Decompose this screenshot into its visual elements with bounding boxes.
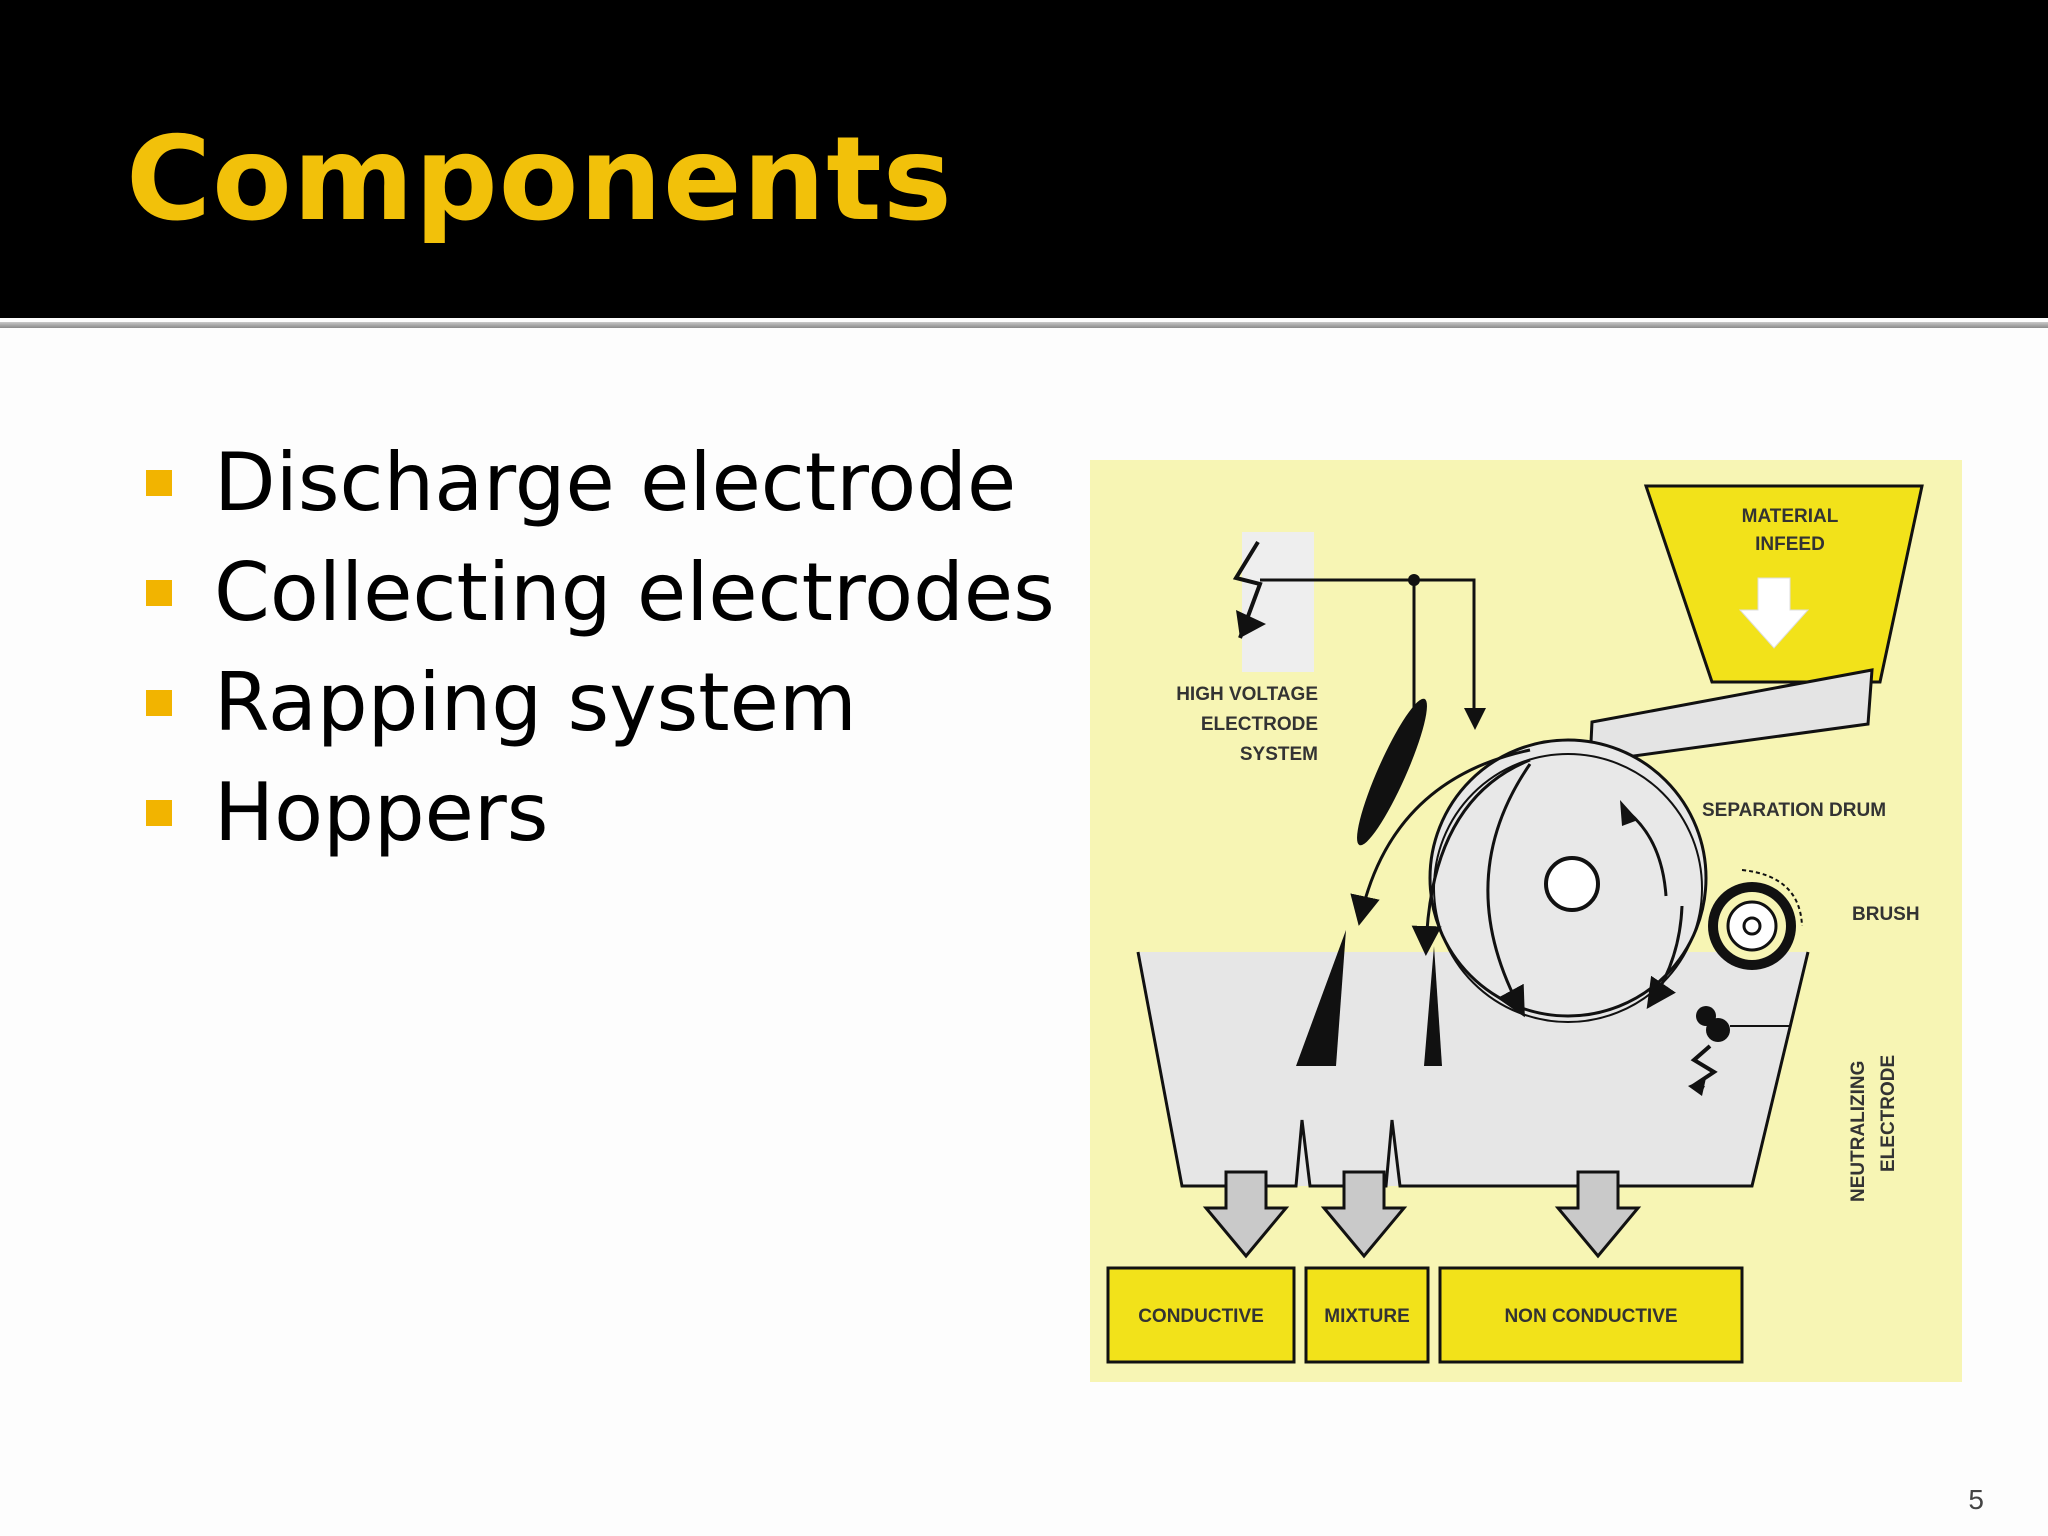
high-voltage-label-line3: SYSTEM: [1240, 744, 1318, 765]
bullet-square-icon: [146, 470, 172, 496]
particle-trajectories: [1350, 748, 1684, 1018]
page-number: 5: [1968, 1484, 1984, 1515]
mixture-arrow-icon: [1320, 1170, 1408, 1259]
diagram-svg: MATERIAL INFEED HIGH VOLTAGE ELECTRODE S…: [1090, 460, 1962, 1382]
bullet-square-icon: [146, 800, 172, 826]
bullet-square-icon: [146, 690, 172, 716]
splitter-blade-2: [1424, 946, 1442, 1066]
conductive-arrow-icon: [1202, 1170, 1290, 1259]
splitter-blade-1: [1296, 930, 1346, 1066]
output-boxes: CONDUCTIVE MIXTURE NON CONDUCTIVE: [1106, 1266, 1744, 1364]
title-divider: [0, 322, 2048, 328]
high-voltage-label-line2: ELECTRODE: [1201, 714, 1318, 735]
slide-title: Components: [126, 112, 953, 247]
bullet-text: Hoppers: [214, 766, 549, 859]
material-infeed-label-line2: INFEED: [1755, 534, 1825, 555]
title-bar: [0, 0, 2048, 318]
discharge-electrode: [1357, 698, 1427, 846]
high-voltage-electrode-system: HIGH VOLTAGE ELECTRODE SYSTEM: [1176, 532, 1486, 846]
non-conductive-box: [1438, 1266, 1744, 1364]
electrostatic-separator-diagram: MATERIAL INFEED HIGH VOLTAGE ELECTRODE S…: [1090, 460, 1962, 1382]
neutralizing-label-line1: NEUTRALIZING: [1848, 1061, 1869, 1202]
brush: BRUSH: [1708, 869, 1920, 970]
material-infeed-hopper: MATERIAL INFEED: [1643, 484, 1924, 684]
bullet-square-icon: [146, 580, 172, 606]
bullet-text: Rapping system: [214, 656, 857, 749]
mixture-box: [1304, 1266, 1430, 1364]
conductive-box: [1106, 1266, 1296, 1364]
bullet-text: Discharge electrode: [214, 436, 1017, 529]
brush-label: BRUSH: [1852, 904, 1920, 925]
output-arrows: [1202, 1170, 1642, 1259]
mixture-label: MIXTURE: [1324, 1306, 1410, 1327]
neutralizing-electrode: NEUTRALIZING ELECTRODE: [1688, 1006, 1899, 1202]
lightning-icon: [1232, 540, 1263, 639]
non-conductive-arrow-icon: [1554, 1170, 1642, 1259]
material-infeed-label-line1: MATERIAL: [1742, 506, 1839, 527]
collection-bins: [1136, 930, 1810, 1188]
non-conductive-label: NON CONDUCTIVE: [1504, 1306, 1677, 1327]
bullet-text: Collecting electrodes: [214, 546, 1055, 639]
high-voltage-label-line1: HIGH VOLTAGE: [1176, 684, 1318, 705]
conductive-label: CONDUCTIVE: [1138, 1306, 1264, 1327]
neutralizing-label-line2: ELECTRODE: [1878, 1055, 1899, 1172]
separation-drum-label: SEPARATION DRUM: [1702, 800, 1886, 821]
infeed-arrow-icon: [1738, 577, 1810, 649]
